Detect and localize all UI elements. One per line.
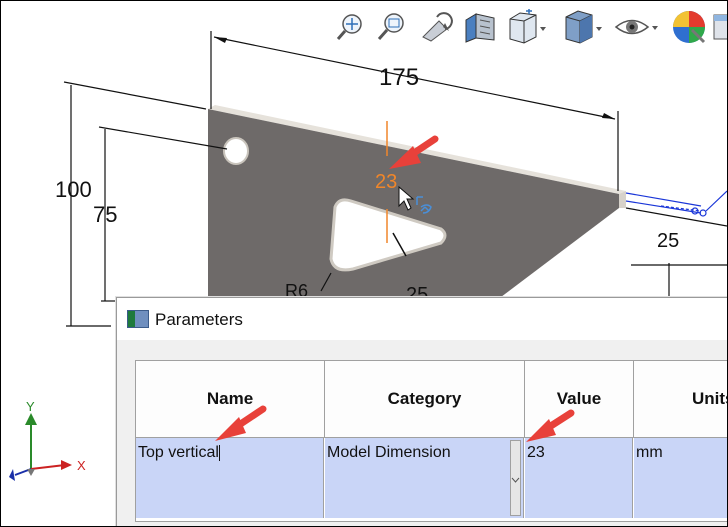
previous-view-icon [422,12,453,42]
column-header-name[interactable]: Name [136,361,325,438]
parameters-table[interactable]: Name Category Value Units Top vertical M… [135,360,727,522]
part-face [208,109,619,297]
row-name-cell[interactable]: Top vertical [136,438,324,518]
dimension-100[interactable] [63,81,207,327]
apply-scene-button[interactable] [711,7,727,47]
parameters-dialog[interactable]: Parameters Name Category Value Units Top… [116,297,727,526]
section-view-icon [465,13,495,43]
row-category-cell[interactable]: Model Dimension [325,438,524,518]
cutout-inner-line [392,232,407,257]
triangular-cutout[interactable] [329,198,447,272]
row-category-text: Model Dimension [327,444,451,461]
dimension-23-label[interactable]: 23 [375,171,397,193]
column-header-units-text: Units [692,389,727,408]
dimension-75-label[interactable]: 75 [93,202,117,227]
dimension-100-label[interactable]: 100 [55,177,92,202]
view-orientation-button[interactable] [503,7,547,47]
display-style-button[interactable] [559,7,603,47]
parameters-window-icon [127,310,149,328]
zoom-to-fit-icon [336,14,362,40]
mounting-hole[interactable] [223,137,249,165]
dimension-25-right[interactable] [625,207,727,297]
column-header-category[interactable]: Category [325,361,525,438]
triad-x-label: X [77,458,86,473]
edit-appearance-button[interactable] [669,7,709,47]
zoom-to-area-button[interactable] [373,7,409,47]
mouse-cursor [398,185,432,214]
dialog-titlebar[interactable]: Parameters [117,298,727,340]
row-value-cell[interactable]: 23 [525,438,633,518]
row-name-text: Top vertical [138,444,219,461]
dimension-75[interactable] [98,126,228,302]
dimension-175-label[interactable]: 175 [379,64,419,91]
row-units-text: mm [636,444,663,461]
dialog-title: Parameters [155,310,243,329]
view-orientation-icon [509,9,546,44]
annotation-arrow-23 [389,135,439,169]
radius-leader [320,272,332,292]
row-units-cell[interactable]: mm [634,438,727,518]
radius-label[interactable]: R6 [285,281,308,301]
zoom-to-area-icon [377,13,404,40]
hide-show-items-button[interactable] [613,7,659,47]
category-dropdown-button[interactable] [510,440,521,516]
coordinate-triad [9,413,72,481]
column-header-value[interactable]: Value [525,361,634,438]
dimension-25-right-label[interactable]: 25 [657,230,679,252]
column-header-units[interactable]: Units [634,361,727,438]
dimension-175[interactable] [210,31,619,191]
dialog-body: Name Category Value Units Top vertical M… [117,340,727,526]
previous-view-button[interactable] [416,7,456,47]
display-style-icon [565,10,602,44]
triad-y-label: Y [26,399,35,414]
edit-appearance-icon [673,11,706,44]
chevron-down-icon [511,477,520,483]
apply-scene-icon [713,14,727,40]
right-edge-selection[interactable] [625,190,727,217]
hide-show-items-icon [614,19,658,35]
row-value-text: 23 [527,444,545,461]
text-caret [218,444,220,461]
part-right-edge [619,191,626,208]
zoom-to-fit-button[interactable] [333,7,367,47]
section-view-button[interactable] [461,7,499,47]
